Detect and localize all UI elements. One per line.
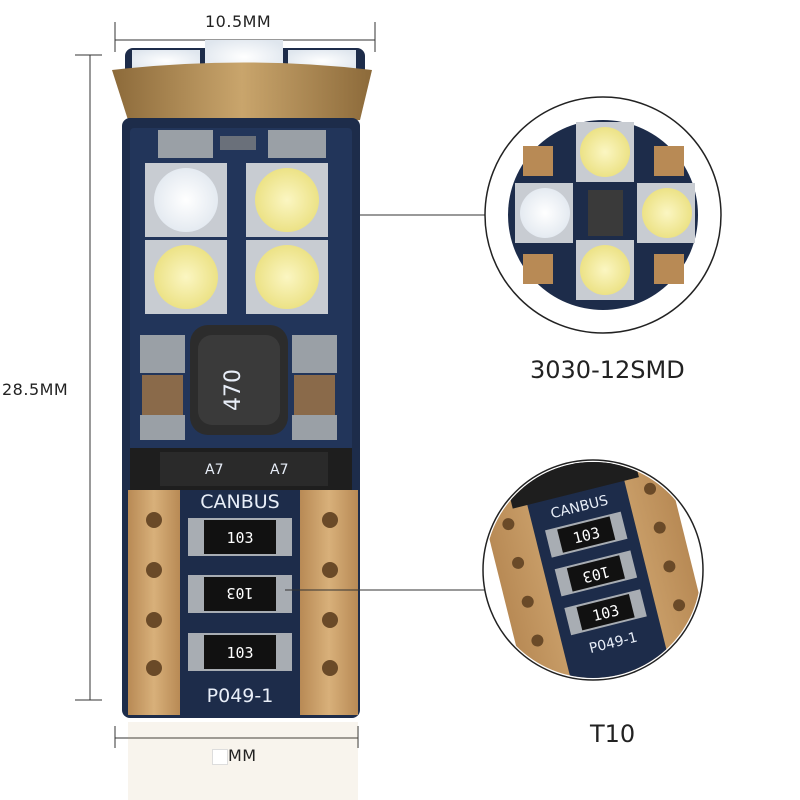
copper-base [128,490,358,715]
base-closeup-circle: CANBUS 103 103 103 P049-1 [482,459,704,681]
resistor-2: 103 [188,575,292,613]
diode-mark: A7 [205,462,223,478]
height-dimension-line [75,54,102,701]
led-chip [154,245,218,309]
inductor: 470 [190,325,288,435]
diode-mark: A7 [270,462,288,478]
resistor-code: 103 [226,529,253,547]
canbus-label: CANBUS [200,491,279,513]
width-dimension-label: 10.5MM [205,12,272,31]
base-callout-label: T10 [590,720,636,748]
resistor-1: 103 [188,518,292,556]
reflection [128,722,358,800]
led-chip [642,188,692,238]
led-chip [255,168,319,232]
led-chip [255,245,319,309]
base-dimension-unit: MM [228,746,257,765]
diode-strip: A7 A7 [130,448,352,490]
side-components [140,335,337,440]
led-chip [154,168,218,232]
led-callout-label: 3030-12SMD [530,356,685,384]
led-chip [580,127,630,177]
led-chip [520,188,570,238]
part-number: P049-1 [207,685,274,707]
resistor-3: 103 [188,633,292,671]
pad [158,130,213,158]
led-closeup-circle [484,96,722,334]
gold-cap [112,62,372,126]
square-icon [212,748,228,765]
height-dimension-label: 28.5MM [2,380,69,399]
led-chip [580,245,630,295]
pad [268,130,326,158]
resistor-code: 103 [226,644,253,662]
inductor-code: 470 [221,369,246,411]
base-dimension-label: MM [212,746,257,765]
base-dimension-line [114,726,359,748]
front-led-array [145,163,328,314]
pad [220,136,256,150]
resistor-code: 103 [226,584,253,602]
